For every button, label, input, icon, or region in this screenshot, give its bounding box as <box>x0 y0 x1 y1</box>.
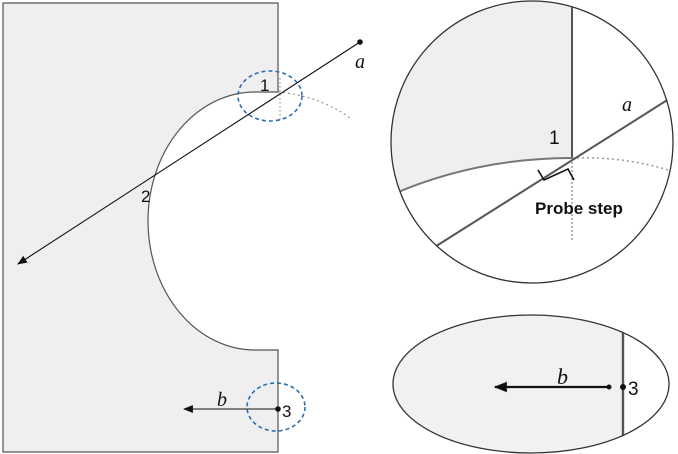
zoom-bottom-ray-b-origin-dot <box>606 384 612 390</box>
zoom-bottom-frame <box>392 314 670 454</box>
zoom-bottom-ray-b-label: b <box>557 364 568 389</box>
ray-a-line <box>17 41 361 265</box>
zoom-view-top: 1 a Probe step <box>390 0 674 284</box>
zoom-bottom-point-3-label: 3 <box>628 379 639 400</box>
point-1-label: 1 <box>260 76 269 95</box>
zoom-top-ray-a-line <box>429 91 673 251</box>
zoom-bottom-point-3-dot <box>620 384 626 390</box>
zoom-view-bottom: b 3 <box>392 314 670 454</box>
point-3-label: 3 <box>282 402 291 421</box>
probe-step-bracket <box>537 167 575 182</box>
solid-region <box>2 2 279 453</box>
ray-b-label: b <box>217 389 227 411</box>
zoom-top-ray-a-label: a <box>622 94 632 116</box>
point-2-label: 2 <box>141 187 150 206</box>
zoom-top-solid-region <box>391 1 572 200</box>
zoom-top-point-1-label: 1 <box>549 128 560 149</box>
zoom-top-curved-boundary <box>391 157 573 201</box>
highlight-circle-point-3 <box>246 382 306 432</box>
zoom-top-frame <box>390 0 674 284</box>
highlight-circle-point-1 <box>237 70 303 122</box>
ray-a-label: a <box>355 51 365 73</box>
ray-a-origin-dot <box>357 39 363 45</box>
dotted-boundary-extension <box>277 91 351 119</box>
probe-step-label: Probe step <box>535 199 623 218</box>
zoom-top-dotted-extension <box>571 157 673 175</box>
main-view: a 1 2 b 3 <box>2 2 365 453</box>
ray-b-origin-dot <box>275 406 281 412</box>
